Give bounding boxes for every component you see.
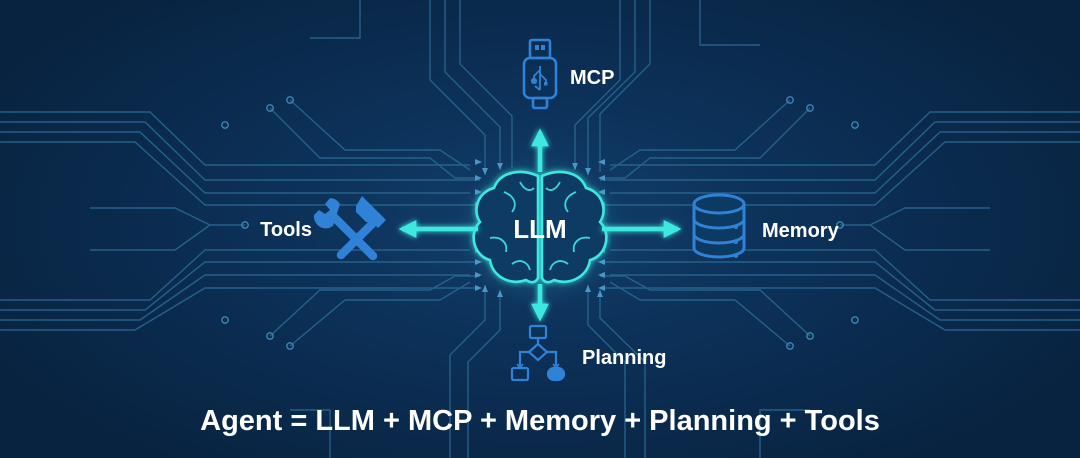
flowchart-icon <box>510 324 566 382</box>
circuit-nodes <box>221 96 859 350</box>
llm-label: LLM <box>513 214 566 244</box>
planning-node: Planning <box>510 324 666 382</box>
usb-plug-icon <box>522 38 558 110</box>
database-icon <box>692 193 746 259</box>
connection-arrows <box>398 128 682 322</box>
tools-node: Tools <box>260 196 386 261</box>
llm-node: LLM <box>455 155 625 305</box>
mcp-label: MCP <box>570 67 614 89</box>
brain-icon <box>472 170 608 284</box>
mcp-node: MCP <box>522 38 614 110</box>
tools-label: Tools <box>260 219 312 241</box>
brain-folds <box>489 181 591 271</box>
memory-label: Memory <box>762 220 840 242</box>
wrench-hammer-icon <box>313 196 386 261</box>
memory-node: Memory <box>692 193 840 259</box>
planning-label: Planning <box>582 347 666 369</box>
agent-formula: Agent = LLM + MCP + Memory + Planning + … <box>200 405 880 437</box>
